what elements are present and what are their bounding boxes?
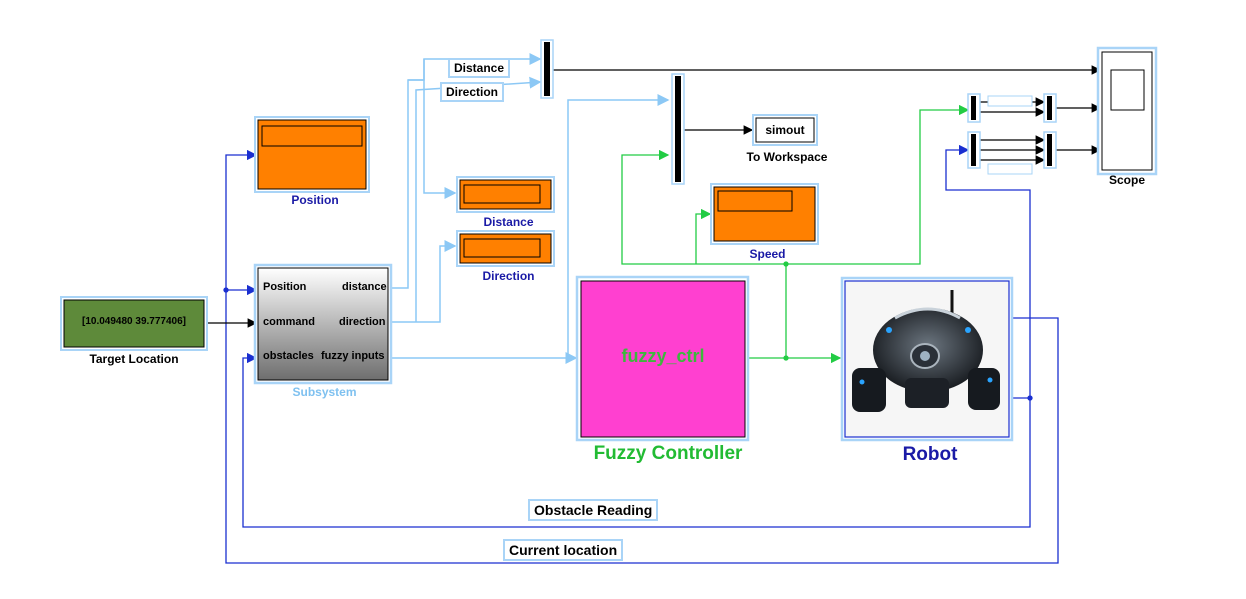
robot-label: Robot [902, 444, 958, 465]
target-location-label: Target Location [89, 352, 179, 366]
signal-label-current-location: Current location [503, 539, 624, 561]
direction-display-label: Direction [482, 269, 535, 283]
fuzzy-controller-label: Fuzzy Controller [593, 443, 743, 464]
to-workspace-label: To Workspace [746, 150, 828, 164]
position-display-block[interactable] [254, 116, 370, 193]
subsystem-output-signals [390, 53, 670, 364]
speed-signals [621, 104, 970, 364]
speed-display-block[interactable] [710, 183, 819, 245]
distance-display-label: Distance [483, 215, 534, 229]
obstacle-reading-loop [242, 144, 1033, 528]
subsystem-block[interactable] [253, 263, 393, 385]
mux-bars [540, 39, 1057, 185]
fuzzy-controller-block[interactable] [575, 275, 750, 442]
robot-block[interactable] [840, 276, 1014, 442]
signal-label-direction: Direction [440, 82, 505, 102]
scope-block[interactable] [1096, 46, 1158, 176]
current-location-loop [223, 149, 1059, 564]
scope-label: Scope [1108, 173, 1145, 187]
subsystem-input-position: Position [263, 281, 307, 293]
subsystem-label: Subsystem [292, 385, 357, 399]
signal-label-distance: Distance [448, 58, 511, 78]
fuzzy-ctrl-inner: fuzzy_ctrl [621, 346, 705, 366]
subsystem-output-fuzzy-inputs: fuzzy inputs [321, 350, 385, 362]
distance-display-block[interactable] [456, 176, 555, 213]
subsystem-input-command: command [263, 316, 315, 328]
direction-display-block[interactable] [456, 230, 555, 267]
robot-image-icon [852, 290, 1000, 412]
position-display-label: Position [291, 193, 339, 207]
subsystem-input-obstacles: obstacles [263, 350, 314, 362]
signal-label-obstacle-reading: Obstacle Reading [528, 499, 659, 521]
to-workspace-block[interactable] [752, 114, 818, 146]
scope-signals [552, 65, 1102, 165]
subsystem-output-direction: direction [339, 316, 386, 328]
to-workspace-var: simout [765, 123, 805, 137]
target-location-block[interactable] [60, 296, 208, 351]
subsystem-output-distance: distance [342, 281, 387, 293]
speed-display-label: Speed [749, 247, 786, 261]
target-location-value: [10.049480 39.777406] [82, 316, 186, 327]
